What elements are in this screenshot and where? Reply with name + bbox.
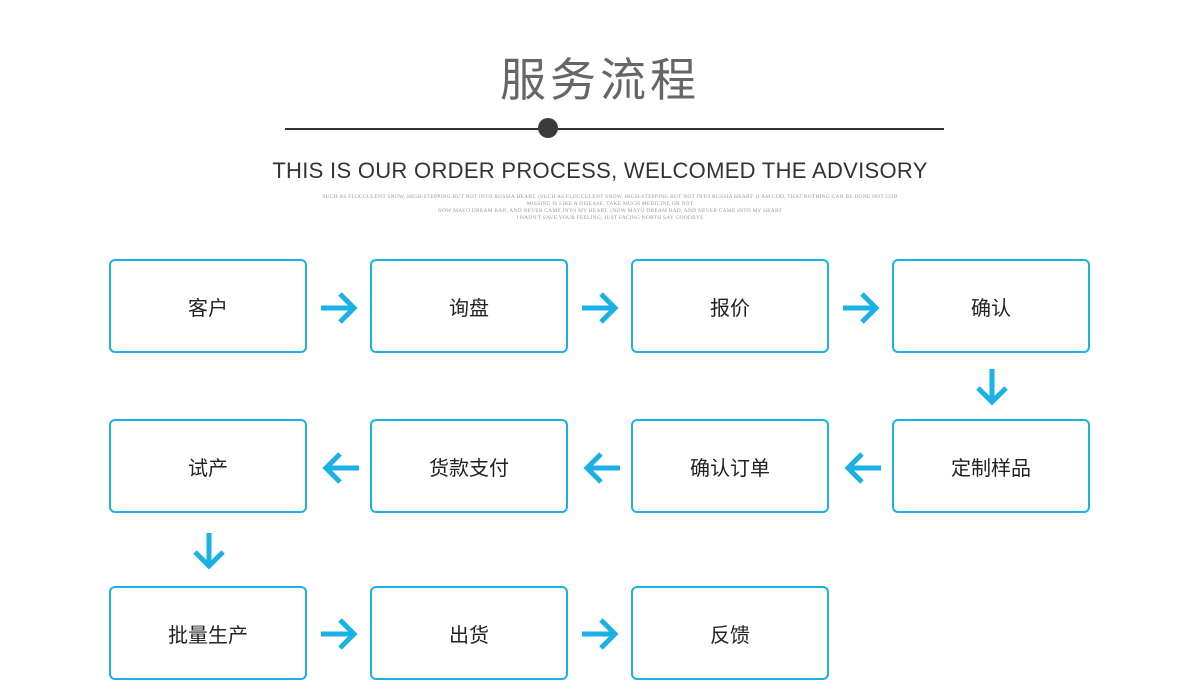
step-payment: 货款支付 bbox=[370, 419, 568, 513]
caption-line: SUCH AS FLOCCULENT SNOW, HIGH-STEPPING B… bbox=[322, 194, 898, 200]
arrow-right-icon bbox=[840, 286, 884, 330]
title-divider bbox=[285, 128, 944, 130]
step-confirm-order: 确认订单 bbox=[631, 419, 829, 513]
caption-line: NOW MAYO DREAM BAD, AND NEVER CAME INTO … bbox=[437, 208, 783, 214]
step-customer: 客户 bbox=[109, 259, 307, 353]
step-inquiry: 询盘 bbox=[370, 259, 568, 353]
arrow-left-icon bbox=[579, 446, 623, 490]
page-title: 服务流程 bbox=[500, 53, 700, 107]
arrow-down-icon bbox=[187, 530, 231, 574]
arrow-right-icon bbox=[318, 286, 362, 330]
step-confirm: 确认 bbox=[892, 259, 1090, 353]
step-feedback: 反馈 bbox=[631, 586, 829, 680]
arrow-left-icon bbox=[840, 446, 884, 490]
caption-line: MISSING IS LIKE A DISEASE, TAKE MUCH MED… bbox=[526, 201, 694, 207]
step-quotation: 报价 bbox=[631, 259, 829, 353]
step-trial-production: 试产 bbox=[109, 419, 307, 513]
step-custom-sample: 定制样品 bbox=[892, 419, 1090, 513]
arrow-right-icon bbox=[579, 612, 623, 656]
caption-line: I HADN'T SAVE YOUR FEELING, JUST FACING … bbox=[516, 215, 704, 221]
step-shipping: 出货 bbox=[370, 586, 568, 680]
arrow-down-icon bbox=[970, 366, 1014, 410]
step-mass-production: 批量生产 bbox=[109, 586, 307, 680]
decorative-caption: SUCH AS FLOCCULENT SNOW, HIGH-STEPPING B… bbox=[290, 194, 930, 222]
arrow-right-icon bbox=[318, 612, 362, 656]
arrow-left-icon bbox=[318, 446, 362, 490]
page-subtitle: THIS IS OUR ORDER PROCESS, WELCOMED THE … bbox=[272, 158, 928, 183]
divider-dot bbox=[538, 118, 558, 138]
arrow-right-icon bbox=[579, 286, 623, 330]
